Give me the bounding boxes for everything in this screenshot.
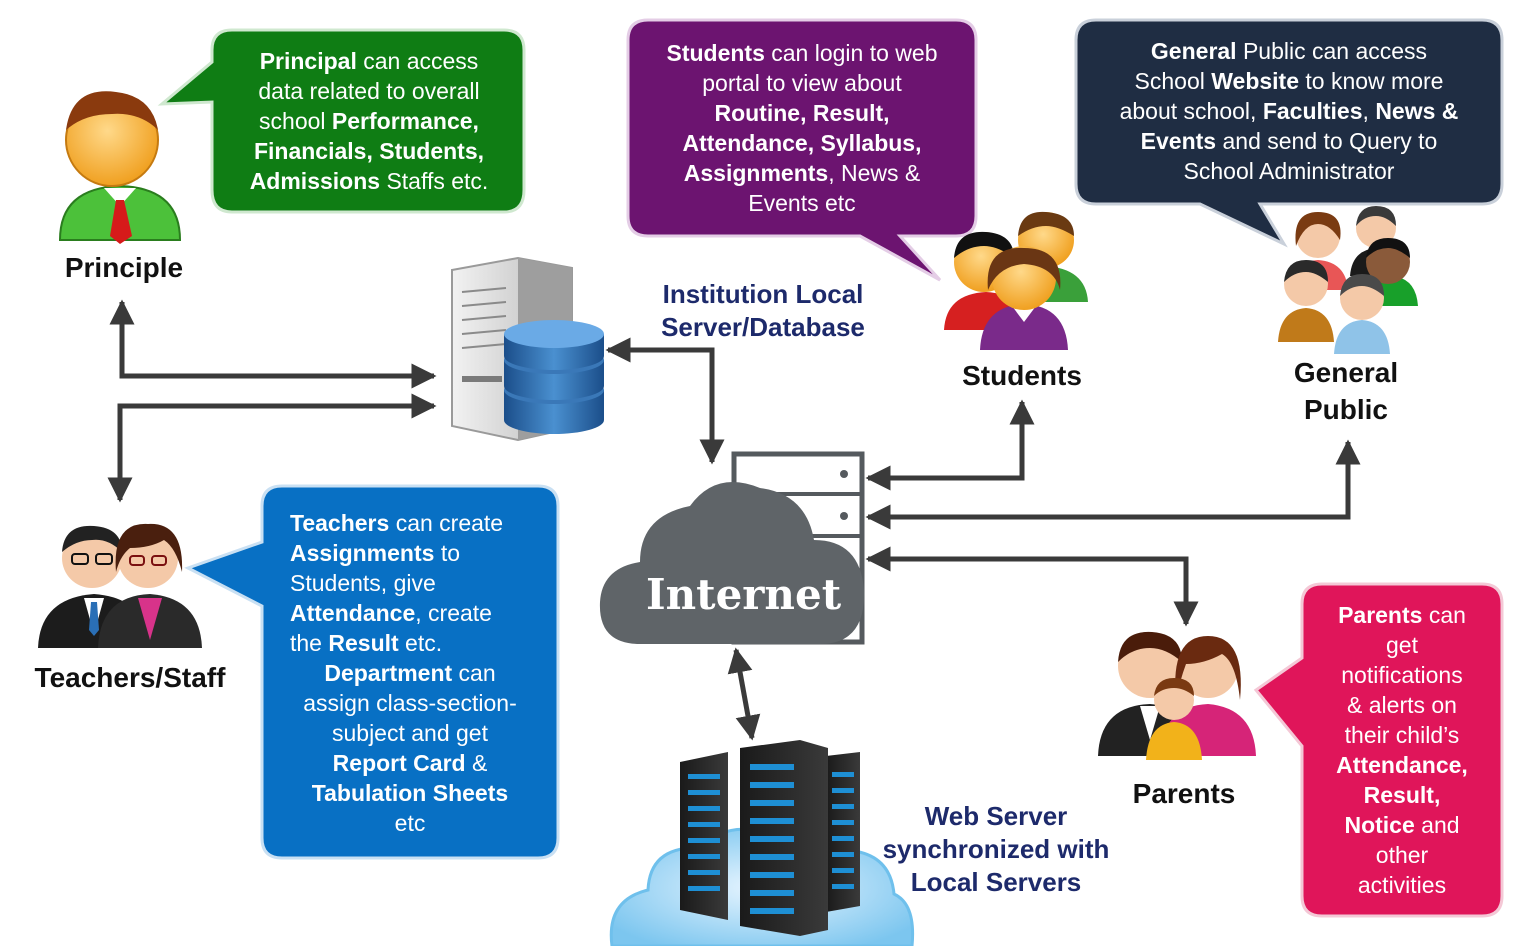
students-bubble [626,18,978,282]
parents-bubble [1253,582,1504,918]
arrow-internet-parents [865,546,1199,627]
public-bubble [1074,18,1504,248]
arrow-server-internet [605,337,725,465]
arrow-internet-students [865,399,1035,491]
principal-user-icon [58,91,182,244]
arrow-teachers-server [107,393,437,503]
arrow-internet-public [865,439,1361,530]
parents-label: Parents [1132,778,1236,809]
principal-label: Principle [64,252,184,283]
cloud-internet-icon [599,451,865,645]
students-bubble-text: Students can login to web portal to view… [666,40,938,216]
general-public-label: General Public [1293,357,1399,425]
public-bubble-text: General Public can access School Website… [1119,38,1459,184]
students-label: Students [962,360,1082,391]
family-icon [1098,631,1256,760]
teachers-users-icon [38,523,202,648]
teachers-bubble-text: Teachers can create Assignments to Stude… [290,510,517,836]
parents-bubble-text: Parents can get notifications & alerts o… [1336,602,1468,898]
internet-label: Internet [646,570,842,619]
principal-bubble-text: Principal can access data related to ove… [249,48,489,194]
server-database-icon [451,256,604,442]
principal-bubble [157,28,526,214]
arrow-internet-webserver [727,647,761,741]
arrow-principal-server [109,299,437,389]
teachers-bubble [184,484,560,860]
teachers-label: Teachers/Staff [34,662,226,693]
local-server-label: Institution Local Server/Database [661,279,865,342]
students-group-icon [944,211,1088,350]
public-group-icon [1278,206,1418,354]
web-server-label: Web Server synchronized with Local Serve… [882,801,1110,897]
connection-arrows [107,299,1361,741]
server-rack-cloud-icon [609,740,915,946]
